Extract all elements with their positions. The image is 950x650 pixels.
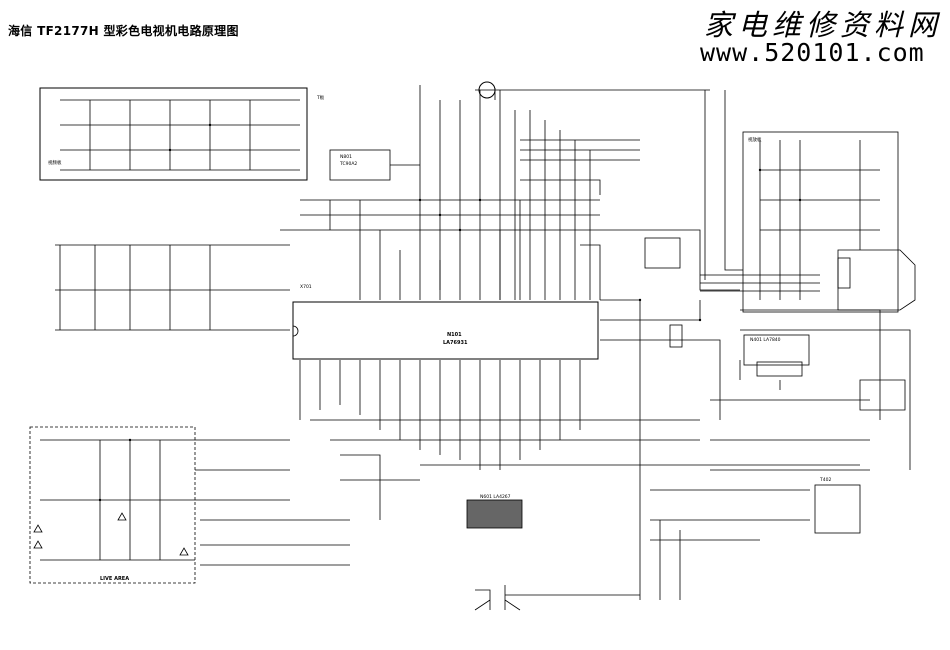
main-ic-part: LA76931 (443, 340, 468, 346)
watermark-url: www.520101.com (700, 38, 925, 67)
page-title: 海信 TF2177H 型彩色电视机电路原理图 (8, 24, 239, 38)
crt-board-box (742, 131, 899, 313)
live-area-box (29, 426, 196, 584)
crt-board-label: 视放板 (748, 138, 762, 143)
fbt-label: T402 (820, 478, 832, 483)
main-ic (292, 301, 599, 360)
flyback-transformer (814, 484, 861, 534)
live-area-label: LIVE AREA (100, 576, 130, 582)
av-board-label: 视频板 (48, 161, 62, 166)
ic-n801 (329, 149, 391, 181)
vert-ic-label: N401 LA7840 (750, 338, 781, 343)
audio-ic (466, 499, 523, 529)
main-ic-ref: N101 (447, 332, 462, 338)
ic-vertical (743, 334, 810, 366)
av-board-box (39, 87, 308, 181)
ic-n801-part: TC90A2 (340, 162, 358, 167)
crystal-label: X701 (300, 285, 312, 290)
audio-ic-label: N601 LA4267 (480, 495, 511, 500)
watermark-chinese: 家电维修资料网 (704, 8, 943, 42)
ic-n801-ref: N801 (340, 155, 352, 160)
t-board-label: T板 (317, 96, 325, 101)
